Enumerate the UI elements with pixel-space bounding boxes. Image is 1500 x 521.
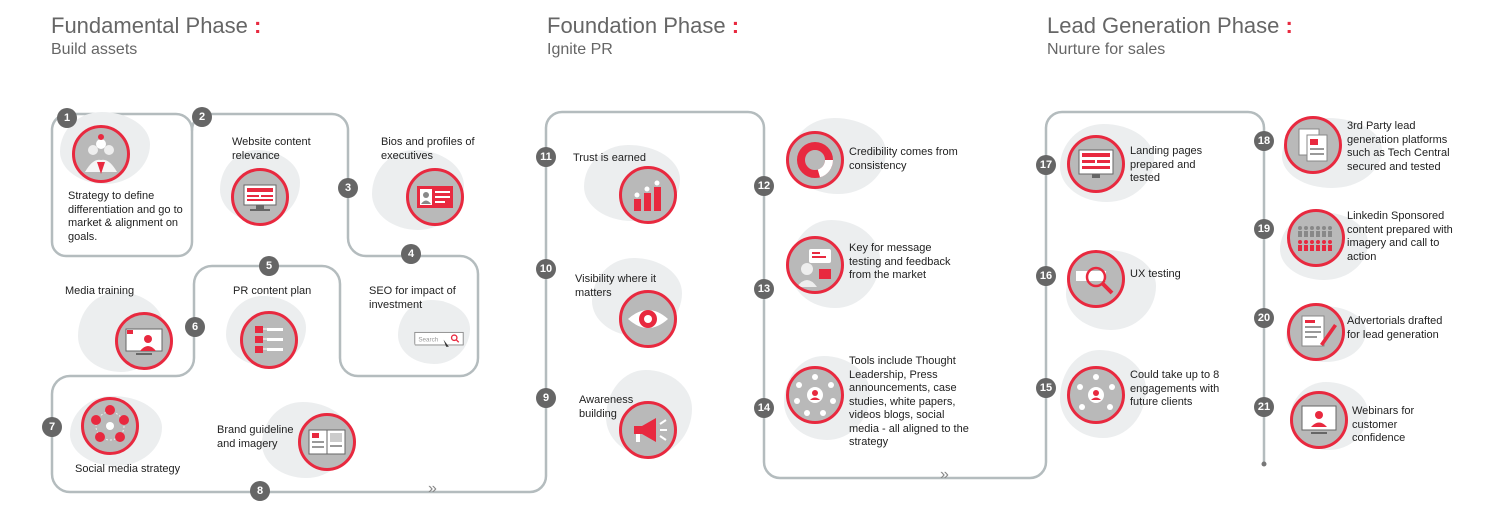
growth-bars-icon: [619, 166, 677, 224]
step-badge: 6: [185, 317, 205, 337]
step-label: Landing pages prepared and tested: [1130, 145, 1203, 184]
content-plan-icon: [240, 311, 298, 369]
step-badge: 17: [1036, 155, 1056, 175]
step-label: Webinars for customer confidence: [1352, 405, 1415, 444]
ux-magnifier-icon: [1067, 250, 1125, 308]
network-tools-icon: [786, 366, 844, 424]
step-label: UX testing: [1130, 268, 1181, 280]
engagement-network-icon: [1067, 366, 1125, 424]
megaphone-icon: [619, 401, 677, 459]
step-badge: 7: [42, 417, 62, 437]
phase-foundation: Foundation Phase : Ignite PR: [547, 13, 739, 59]
step-badge: 4: [401, 244, 421, 264]
step-label: Tools include Thought Leadership, Press …: [849, 355, 969, 448]
step-label: Advertorials drafted for lead generation: [1347, 315, 1443, 341]
strategy-people-icon: [72, 125, 130, 183]
step-badge: 14: [754, 398, 774, 418]
brand-book-icon: [298, 413, 356, 471]
audience-grid-icon: [1287, 209, 1345, 267]
media-presentation-icon: [115, 312, 173, 370]
step-badge: 10: [536, 259, 556, 279]
social-media-icon: [81, 397, 139, 455]
website-monitor-icon: [231, 168, 289, 226]
step-badge: 20: [1254, 308, 1274, 328]
search-bar-text: Search: [418, 336, 438, 343]
profile-card-icon: [406, 168, 464, 226]
phase-subtitle: Nurture for sales: [1047, 41, 1166, 58]
direction-arrow-icon: »: [428, 480, 437, 497]
step-badge: 9: [536, 388, 556, 408]
step-badge: 1: [57, 108, 77, 128]
step-label: 3rd Party lead generation platforms such…: [1347, 120, 1450, 173]
direction-arrow-icon: »: [940, 466, 949, 483]
step-badge: 16: [1036, 266, 1056, 286]
documents-icon: [1284, 116, 1342, 174]
step-label: Key for message testing and feedback fro…: [849, 242, 951, 281]
step-label: Brand guideline and imagery: [217, 424, 294, 450]
step-badge: 21: [1254, 397, 1274, 417]
step-label: Strategy to define differentiation and g…: [68, 190, 183, 243]
phase-subtitle: Ignite PR: [547, 41, 613, 58]
message-feedback-icon: [786, 236, 844, 294]
step-label: Visibility where it matters: [575, 273, 657, 299]
step-label: Could take up to 8 engagements with futu…: [1130, 369, 1220, 408]
step-label: SEO for impact of investment: [369, 285, 456, 311]
step-label: PR content plan: [233, 285, 312, 297]
step-badge: 11: [536, 147, 556, 167]
step-label: Social media strategy: [75, 463, 181, 475]
step-label: Awareness building: [579, 394, 634, 420]
step-label: Credibility comes from consistency: [849, 146, 958, 172]
phase-title: Fundamental Phase :: [51, 13, 262, 38]
advertorial-pen-icon: [1287, 303, 1345, 361]
phase-lead-generation: Lead Generation Phase : Nurture for sale…: [1047, 13, 1293, 59]
step-badge: 2: [192, 107, 212, 127]
step-badge: 5: [259, 256, 279, 276]
search-bar-icon: Search: [413, 310, 471, 362]
step-badge: 15: [1036, 378, 1056, 398]
step-label: Trust is earned: [573, 152, 646, 164]
step-badge: 18: [1254, 131, 1274, 151]
phase-title: Lead Generation Phase :: [1047, 13, 1293, 38]
webinar-icon: [1290, 391, 1348, 449]
eye-icon: [619, 290, 677, 348]
step-badge: 19: [1254, 219, 1274, 239]
step-label: Linkedin Sponsored content prepared with…: [1347, 210, 1453, 263]
landing-page-icon: [1067, 135, 1125, 193]
phase-title: Foundation Phase :: [547, 13, 740, 38]
step-badge: 3: [338, 178, 358, 198]
step-badge: 12: [754, 176, 774, 196]
step-label: Website content relevance: [232, 136, 311, 162]
donut-chart-icon: [786, 131, 844, 189]
phase-subtitle: Build assets: [51, 41, 138, 58]
phase-fundamental: Fundamental Phase : Build assets: [51, 13, 261, 59]
step-badge: 13: [754, 279, 774, 299]
step-label: Media training: [65, 285, 135, 297]
step-label: Bios and profiles of executives: [381, 136, 475, 162]
step-badge: 8: [250, 481, 270, 501]
